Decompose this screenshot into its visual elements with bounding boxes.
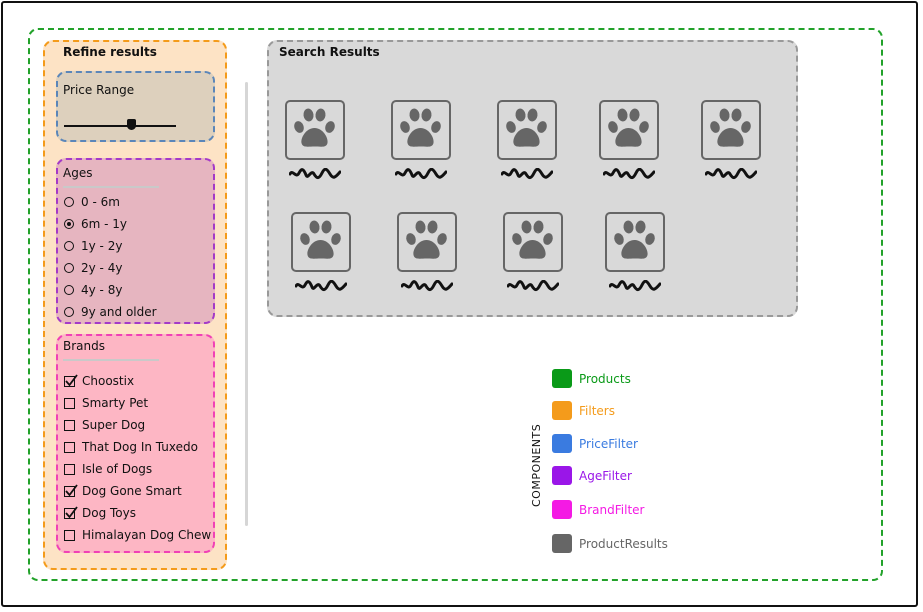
legend-item: BrandFilter <box>552 500 644 519</box>
brand-option-label: Isle of Dogs <box>82 462 153 476</box>
legend-label: BrandFilter <box>579 502 645 517</box>
product-tile[interactable] <box>391 100 451 160</box>
age-option-label: 0 - 6m <box>81 195 120 209</box>
age-option-label: 1y - 2y <box>81 239 123 253</box>
checkbox-checked-icon[interactable] <box>64 483 78 497</box>
brand-option[interactable]: Himalayan Dog Chew <box>64 527 211 543</box>
brand-option[interactable]: Smarty Pet <box>64 395 148 411</box>
product-tile[interactable] <box>605 212 665 272</box>
legend-label: Filters <box>579 403 615 418</box>
product-name-scribble <box>288 165 342 184</box>
brand-option[interactable]: Isle of Dogs <box>64 461 152 477</box>
brand-option-label: Super Dog <box>82 418 146 432</box>
checkbox-icon[interactable] <box>64 397 75 409</box>
age-option[interactable]: 1y - 2y <box>64 238 122 254</box>
brand-option-label: Smarty Pet <box>82 396 149 410</box>
brands-title: Brands <box>63 339 105 353</box>
age-option-label: 4y - 8y <box>81 283 123 297</box>
price-slider-track[interactable] <box>64 125 176 127</box>
product-tile[interactable] <box>497 100 557 160</box>
results-title: Search Results <box>279 45 380 59</box>
legend-item: ProductResults <box>552 534 668 553</box>
legend-label: AgeFilter <box>579 468 632 483</box>
age-option[interactable]: 2y - 4y <box>64 260 122 276</box>
brand-option[interactable]: Choostix <box>64 373 134 389</box>
legend-item: Products <box>552 369 631 388</box>
scrollbar[interactable] <box>245 82 248 526</box>
checkbox-checked-icon[interactable] <box>64 373 78 387</box>
product-name-scribble <box>500 165 554 184</box>
age-option[interactable]: 6m - 1y <box>64 216 127 232</box>
product-name-scribble <box>394 165 448 184</box>
brand-option-label: Choostix <box>82 374 135 388</box>
radio-icon[interactable] <box>64 197 74 207</box>
radio-icon[interactable] <box>64 241 74 251</box>
product-tile[interactable] <box>397 212 457 272</box>
radio-icon[interactable] <box>64 263 74 273</box>
checkbox-icon[interactable] <box>64 419 75 431</box>
brand-option-label: That Dog In Tuxedo <box>82 440 198 454</box>
legend-label: PriceFilter <box>579 436 638 451</box>
product-name-scribble <box>506 277 560 296</box>
checkbox-icon[interactable] <box>64 463 75 475</box>
price-filter <box>56 71 215 142</box>
brand-option[interactable]: That Dog In Tuxedo <box>64 439 198 455</box>
price-range-title: Price Range <box>63 83 135 97</box>
age-option-label: 2y - 4y <box>81 261 123 275</box>
legend-swatch <box>552 369 572 388</box>
brands-divider <box>63 359 159 361</box>
age-option-label: 6m - 1y <box>81 217 128 231</box>
radio-icon[interactable] <box>64 285 74 295</box>
legend-swatch <box>552 434 572 453</box>
radio-icon[interactable] <box>64 307 74 317</box>
product-name-scribble <box>704 165 758 184</box>
product-name-scribble <box>602 165 656 184</box>
brand-option-label: Dog Toys <box>82 506 136 520</box>
brand-option[interactable]: Dog Toys <box>64 505 136 521</box>
legend-swatch <box>552 401 572 420</box>
legend-title: COMPONENTS <box>530 423 543 507</box>
checkbox-icon[interactable] <box>64 529 75 541</box>
checkbox-icon[interactable] <box>64 441 75 453</box>
price-slider-thumb[interactable] <box>126 119 136 130</box>
product-name-scribble <box>294 277 348 296</box>
product-tile[interactable] <box>503 212 563 272</box>
checkbox-checked-icon[interactable] <box>64 505 78 519</box>
product-name-scribble <box>400 277 454 296</box>
age-option[interactable]: 9y and older <box>64 304 157 320</box>
product-tile[interactable] <box>285 100 345 160</box>
ages-divider <box>63 186 159 188</box>
legend-swatch <box>552 466 572 485</box>
legend-item: PriceFilter <box>552 434 638 453</box>
age-option-label: 9y and older <box>81 305 157 319</box>
age-option[interactable]: 0 - 6m <box>64 194 120 210</box>
age-option[interactable]: 4y - 8y <box>64 282 122 298</box>
products-component-outline <box>28 28 883 581</box>
brand-option-label: Himalayan Dog Chew <box>82 528 212 542</box>
filters-title: Refine results <box>63 45 157 59</box>
brand-option[interactable]: Super Dog <box>64 417 145 433</box>
legend-item: AgeFilter <box>552 466 632 485</box>
product-tile[interactable] <box>291 212 351 272</box>
legend-label: Products <box>579 371 631 386</box>
age-filter <box>56 158 215 324</box>
product-tile[interactable] <box>701 100 761 160</box>
legend-swatch <box>552 534 572 553</box>
brand-option-label: Dog Gone Smart <box>82 484 182 498</box>
legend-swatch <box>552 500 572 519</box>
legend-item: Filters <box>552 401 615 420</box>
ages-title: Ages <box>63 166 93 180</box>
legend-label: ProductResults <box>579 536 668 551</box>
product-name-scribble <box>608 277 662 296</box>
radio-selected-icon[interactable] <box>64 219 74 229</box>
brand-filter <box>56 334 215 553</box>
product-tile[interactable] <box>599 100 659 160</box>
brand-option[interactable]: Dog Gone Smart <box>64 483 182 499</box>
